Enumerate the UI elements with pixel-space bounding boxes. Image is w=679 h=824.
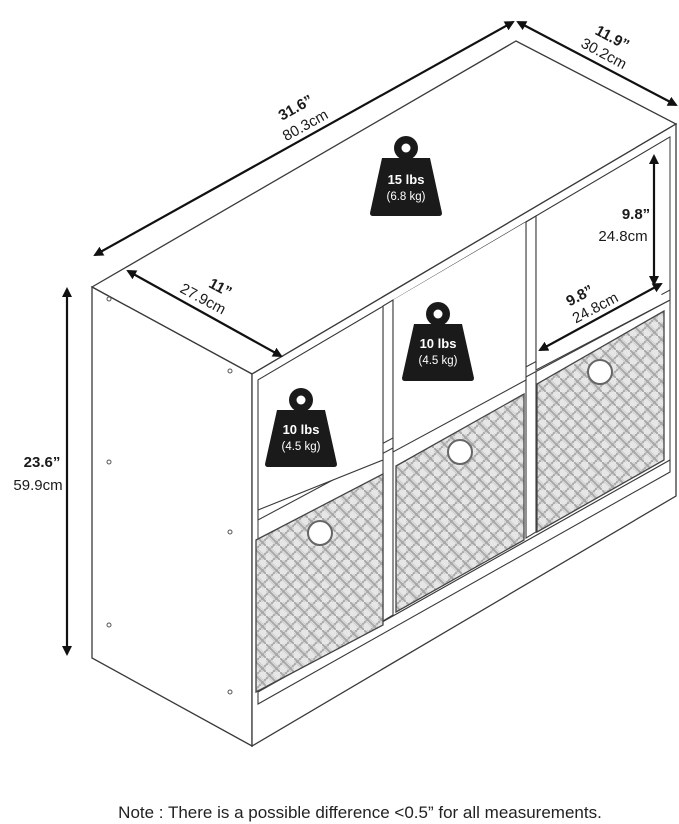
basket-left [255, 472, 384, 694]
weight-left-kg: (4.5 kg) [282, 441, 321, 453]
weight-middle-icon [402, 302, 474, 381]
weight-middle-lbs: 10 lbs [420, 336, 457, 351]
height-cm-label: 59.9cm [13, 477, 62, 494]
weight-middle-kg: (4.5 kg) [419, 355, 458, 367]
weight-top-icon [370, 136, 442, 216]
height-inches-label: 23.6” [24, 454, 61, 471]
cube-height-cm-label: 24.8cm [598, 228, 647, 245]
weight-middle: 10 lbs (4.5 kg) [402, 302, 474, 381]
basket-right-handle-icon [587, 359, 613, 385]
cube-height-inches-label: 9.8” [622, 206, 650, 223]
width-arrow [93, 21, 515, 256]
cube-openings [257, 215, 671, 705]
divider-left [382, 299, 394, 622]
basket-left-handle-icon [307, 520, 333, 546]
weight-left: 10 lbs (4.5 kg) [265, 388, 337, 467]
dimension-arrows [62, 21, 678, 656]
weight-top-kg: (6.8 kg) [387, 191, 426, 203]
weight-top-lbs: 15 lbs [388, 172, 425, 187]
basket-middle-handle-icon [447, 439, 473, 465]
depth-arrow [516, 21, 678, 106]
measurement-note: Note : There is a possible difference <0… [118, 803, 602, 822]
fabric-baskets [255, 309, 665, 694]
weight-left-icon [265, 388, 337, 467]
screw-holes [106, 296, 233, 695]
divider-right [525, 215, 537, 539]
cube-depth-arrow [538, 283, 663, 351]
basket-middle [395, 392, 525, 614]
weight-top: 15 lbs (6.8 kg) [370, 136, 442, 216]
weight-left-lbs: 10 lbs [283, 422, 320, 437]
bottom-plinth [257, 459, 671, 705]
cube-width-arrow [126, 270, 283, 357]
